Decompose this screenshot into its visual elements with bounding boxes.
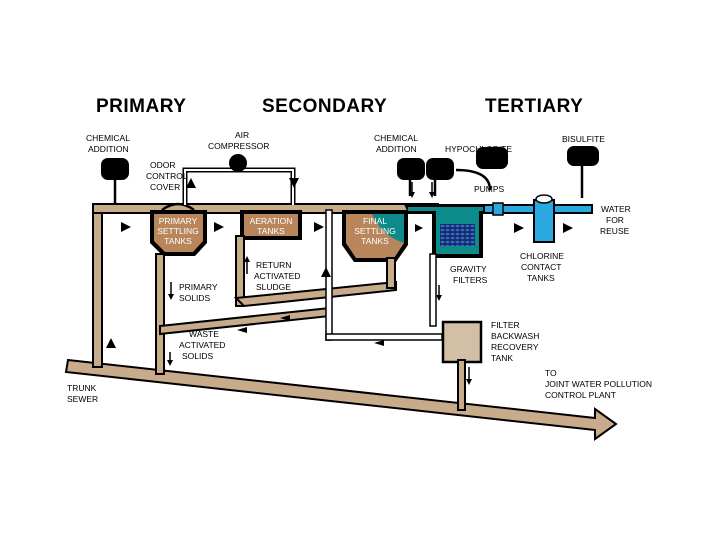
chlorine-contact-label-2: CONTACT	[521, 262, 561, 272]
stage-primary-heading: PRIMARY	[96, 96, 186, 117]
chlorine-contact-label-1: CHLORINE	[520, 251, 564, 261]
arrow-up-icon	[321, 267, 331, 277]
chemical-addition-label-1b: ADDITION	[88, 144, 129, 154]
aeration-tank: AERATION TANKS	[240, 210, 302, 240]
hypochlorite-tank-icon	[426, 158, 454, 180]
arrow-right-icon	[121, 222, 131, 232]
gravity-filters-label-1: GRAVITY	[450, 264, 487, 274]
chemical-feed-tertiary	[397, 158, 425, 196]
odor-control-cover	[161, 202, 195, 212]
air-compressor-label-2: COMPRESSOR	[208, 141, 269, 151]
final-settling-tank-label-3: TANKS	[361, 236, 389, 246]
gravity-filter-media	[440, 224, 475, 246]
chemical-addition-label-1: CHEMICAL	[86, 133, 130, 143]
bisulfite-feed	[567, 146, 599, 198]
pump	[492, 202, 504, 216]
to-joint-plant-label-1: TO	[545, 368, 557, 378]
water-for-reuse-label-3: REUSE	[600, 226, 630, 236]
primary-solids-pipe	[155, 253, 165, 375]
filter-backwash-recovery-tank	[441, 320, 483, 364]
arrow-right-icon	[415, 224, 423, 232]
air-compressor-icon	[229, 154, 247, 172]
stage-tertiary-heading: TERTIARY	[485, 96, 583, 117]
trunk-sewer-label-1: TRUNK	[67, 383, 97, 393]
filter-backwash-label-1: FILTER	[491, 320, 520, 330]
primary-solids-label-1: PRIMARY	[179, 282, 218, 292]
trunk-sewer-pipe	[64, 358, 618, 441]
aeration-tank-label-1: AERATION	[250, 216, 293, 226]
final-settling-tank-label-2: SETTLING	[354, 226, 396, 236]
bisulfite-inlet-cap	[535, 194, 553, 204]
odor-control-cover-label-1: ODOR	[150, 160, 176, 170]
thin-flow-arrows	[167, 182, 472, 385]
return-activated-sludge-label-1: RETURN	[256, 260, 291, 270]
primary-settling-tank-label-3: TANKS	[164, 236, 192, 246]
stage-secondary-heading: SECONDARY	[262, 96, 387, 117]
gravity-filter-basin	[404, 204, 540, 258]
chemical-feed-primary	[101, 158, 129, 205]
primary-solids-label-2: SOLIDS	[179, 293, 211, 303]
gravity-filters-label-2: FILTERS	[453, 275, 488, 285]
chlorine-contact-tank	[533, 199, 555, 243]
return-activated-sludge-pipe	[233, 235, 397, 308]
filter-backwash-label-3: RECOVERY	[491, 342, 539, 352]
pumps-label: PUMPS	[474, 184, 505, 194]
arrow-right-icon	[214, 222, 224, 232]
primary-settling-tank-label-2: SETTLING	[157, 226, 199, 236]
filter-backwash-line	[429, 253, 483, 411]
primary-settling-tank: PRIMARY SETTLING TANKS	[150, 210, 207, 256]
air-compressor-line	[182, 154, 296, 205]
filter-backwash-label-4: TANK	[491, 353, 513, 363]
chemical-tank-icon	[101, 158, 129, 180]
air-compressor-label-1: AIR	[235, 130, 249, 140]
hypochlorite-feed	[426, 147, 508, 196]
chlorine-contact-label-3: TANKS	[527, 273, 555, 283]
chemical-addition-label-2b: ADDITION	[376, 144, 417, 154]
arrow-left-icon	[280, 315, 290, 321]
flow-arrows	[106, 178, 573, 348]
aeration-tank-label-2: TANKS	[257, 226, 285, 236]
odor-control-cover-label-2: CONTROL	[146, 171, 188, 181]
to-joint-plant-label-3: CONTROL PLANT	[545, 390, 616, 400]
waste-activated-solids-label-2: ACTIVATED	[179, 340, 225, 350]
chemical-tank-icon	[397, 158, 425, 180]
arrow-up-icon	[106, 338, 116, 348]
trunk-sewer-label-2: SEWER	[67, 394, 98, 404]
arrow-left-icon	[237, 327, 247, 333]
chemical-addition-label-2: CHEMICAL	[374, 133, 418, 143]
arrow-right-icon	[563, 223, 573, 233]
arrow-down-icon	[289, 178, 299, 188]
bisulfite-tank-icon	[567, 146, 599, 166]
hypochlorite-tank-icon-2	[476, 147, 508, 169]
to-joint-plant-label-2: JOINT WATER POLLUTION	[545, 379, 652, 389]
bisulfite-label: BISULFITE	[562, 134, 605, 144]
water-for-reuse-label-1: WATER	[601, 204, 631, 214]
chlorine-contact-section	[483, 194, 593, 243]
return-activated-sludge-label-2: ACTIVATED	[254, 271, 300, 281]
final-settling-tank: FINAL SETTLING TANKS	[342, 210, 408, 262]
arrow-up-icon	[186, 178, 196, 188]
waste-activated-solids-label-3: SOLIDS	[182, 351, 214, 361]
arrow-right-icon	[514, 223, 524, 233]
primary-settling-tank-label-1: PRIMARY	[159, 216, 198, 226]
filter-backwash-label-2: BACKWASH	[491, 331, 539, 341]
hypochlorite-label: HYPOCHLORITE	[445, 144, 512, 154]
arrow-left-icon	[374, 340, 384, 346]
odor-control-cover-label-3: COVER	[150, 182, 180, 192]
final-settling-tank-label-1: FINAL	[363, 216, 387, 226]
return-activated-sludge-label-3: SLUDGE	[256, 282, 291, 292]
water-for-reuse-label-2: FOR	[606, 215, 624, 225]
waste-activated-solids-label-1: WASTE	[189, 329, 219, 339]
arrow-right-icon	[314, 222, 324, 232]
